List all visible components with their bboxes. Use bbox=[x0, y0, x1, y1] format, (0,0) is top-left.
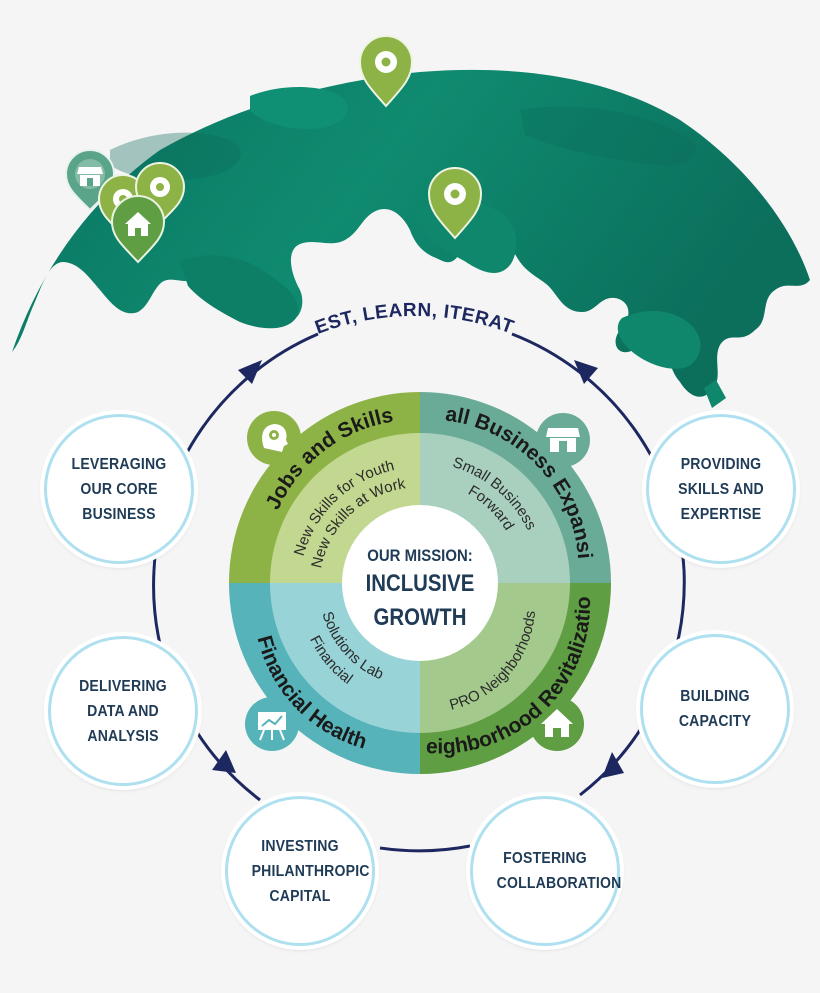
mission-line-1: OUR MISSION: bbox=[367, 547, 472, 565]
land-shading bbox=[110, 132, 241, 181]
australia bbox=[617, 311, 701, 369]
lever-label: BUILDING CAPACITY bbox=[678, 688, 752, 730]
arrow-head-right bbox=[574, 360, 598, 384]
mission-center bbox=[342, 505, 498, 661]
gear-head-icon bbox=[375, 51, 397, 73]
lever-label: FOSTERING COLLABORATION bbox=[496, 850, 622, 892]
house-icon bbox=[125, 212, 151, 236]
lever-delivering-data: DELIVERING DATA AND ANALYSIS bbox=[48, 636, 198, 786]
lever-building-capacity: BUILDING CAPACITY bbox=[640, 634, 790, 784]
map-pin bbox=[110, 195, 166, 264]
mission-line-2: INCLUSIVE bbox=[366, 569, 475, 596]
map-pin bbox=[358, 35, 414, 108]
greenland bbox=[250, 87, 348, 130]
gear-head-icon bbox=[150, 177, 170, 197]
gear-head-icon bbox=[262, 424, 288, 452]
arrow-head-bottom-right bbox=[602, 752, 624, 778]
storefront-icon bbox=[546, 428, 580, 452]
lever-label: LEVERAGING OUR CORE BUSINESS bbox=[71, 455, 167, 523]
land-shading-east bbox=[520, 106, 696, 166]
lever-leveraging-core-business: LEVERAGING OUR CORE BUSINESS bbox=[44, 414, 194, 564]
map-pins bbox=[64, 35, 483, 264]
arrow-head-left bbox=[238, 360, 262, 384]
lever-providing-skills: PROVIDING SKILLS AND EXPERTISE bbox=[646, 414, 796, 564]
presentation-board-icon bbox=[258, 712, 286, 741]
mission-line-3: GROWTH bbox=[374, 603, 467, 630]
globe-landmass bbox=[12, 69, 810, 397]
new-zealand bbox=[704, 380, 726, 408]
lever-label: PROVIDING SKILLS AND EXPERTISE bbox=[678, 455, 764, 523]
gear-head-icon bbox=[444, 183, 466, 205]
lever-fostering-collaboration: FOSTERING COLLABORATION bbox=[470, 796, 622, 946]
lever-label: INVESTING PHILANTHROPIC CAPITAL bbox=[251, 837, 370, 905]
south-america bbox=[180, 255, 299, 329]
map-pin bbox=[427, 167, 483, 240]
lever-label: DELIVERING DATA AND ANALYSIS bbox=[79, 677, 167, 745]
house-icon bbox=[541, 709, 573, 737]
cycle-arc-bottom bbox=[379, 844, 471, 853]
arrow-head-bottom-left bbox=[212, 750, 236, 773]
storefront-icon bbox=[77, 167, 103, 186]
lever-investing-capital: INVESTING PHILANTHROPIC CAPITAL bbox=[225, 796, 375, 946]
